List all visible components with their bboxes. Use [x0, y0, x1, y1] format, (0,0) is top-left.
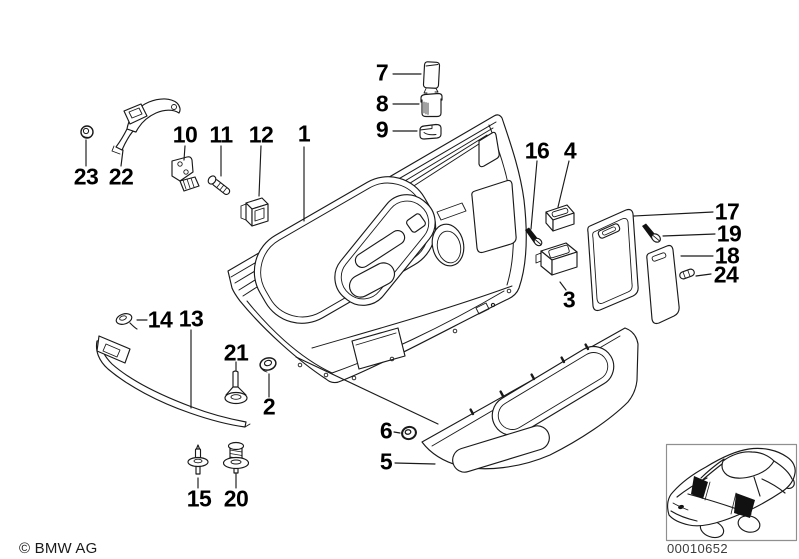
part-13-trim-art	[95, 335, 251, 428]
part-label-14[interactable]: 14	[147, 306, 173, 333]
part-2-grommet-art	[259, 357, 277, 373]
part-10-bracket-art	[171, 156, 200, 192]
part-label-15[interactable]: 15	[186, 485, 212, 512]
leader-lines	[85, 73, 716, 489]
part-label-8[interactable]: 8	[375, 90, 389, 117]
part-label-21[interactable]: 21	[223, 339, 249, 366]
part-label-7[interactable]: 7	[375, 59, 389, 86]
part-11-pin-art	[207, 175, 231, 196]
part-label-17[interactable]: 17	[714, 198, 740, 225]
part-label-22[interactable]: 22	[108, 163, 134, 190]
part-label-10[interactable]: 10	[172, 121, 198, 148]
part-label-4[interactable]: 4	[563, 137, 577, 164]
part-label-23[interactable]: 23	[73, 163, 99, 190]
part-label-2[interactable]: 2	[262, 393, 276, 420]
part-16-screw-art	[525, 227, 543, 247]
diagram-code: 00010652	[667, 541, 729, 556]
part-19-screw-art	[642, 223, 661, 243]
car-thumbnail-art	[665, 443, 798, 542]
part-label-3[interactable]: 3	[562, 286, 576, 313]
part-12-switch-art	[240, 197, 269, 227]
part-label-1[interactable]: 1	[297, 120, 311, 147]
part-20-screw-art	[222, 441, 250, 474]
part-3-switch-unit-art	[535, 242, 578, 276]
part-7-relay-art	[422, 61, 441, 94]
part-22-bracket-art	[111, 98, 181, 155]
part-label-6[interactable]: 6	[379, 417, 393, 444]
part-15-rivet-art	[187, 444, 209, 475]
part-label-11[interactable]: 11	[209, 121, 233, 148]
part-5-lower-trim-art	[421, 327, 639, 473]
part-9-clip-art	[419, 123, 442, 140]
part-18-panel-art	[646, 244, 680, 325]
part-label-24[interactable]: 24	[713, 261, 739, 288]
part-17-panel-art	[587, 208, 639, 312]
part-6-grommet-art	[401, 425, 417, 441]
part-8-socket-art	[420, 92, 443, 118]
part-label-20[interactable]: 20	[223, 485, 249, 512]
part-24-clip-art	[679, 268, 695, 280]
part-label-12[interactable]: 12	[248, 121, 274, 148]
part-label-18[interactable]: 18	[714, 242, 740, 269]
part-14-clip-art	[115, 313, 138, 330]
part-label-19[interactable]: 19	[716, 220, 742, 247]
part-label-16[interactable]: 16	[524, 137, 550, 164]
part-label-9[interactable]: 9	[375, 116, 389, 143]
part-21-rivet-art	[224, 370, 248, 405]
part-label-13[interactable]: 13	[178, 305, 204, 332]
part-1-door-panel-art	[227, 114, 527, 384]
part-23-grommet-art	[80, 125, 94, 139]
part-label-5[interactable]: 5	[379, 448, 393, 475]
copyright-text: © BMW AG	[19, 540, 98, 557]
part-4-bezel-art	[545, 204, 575, 232]
